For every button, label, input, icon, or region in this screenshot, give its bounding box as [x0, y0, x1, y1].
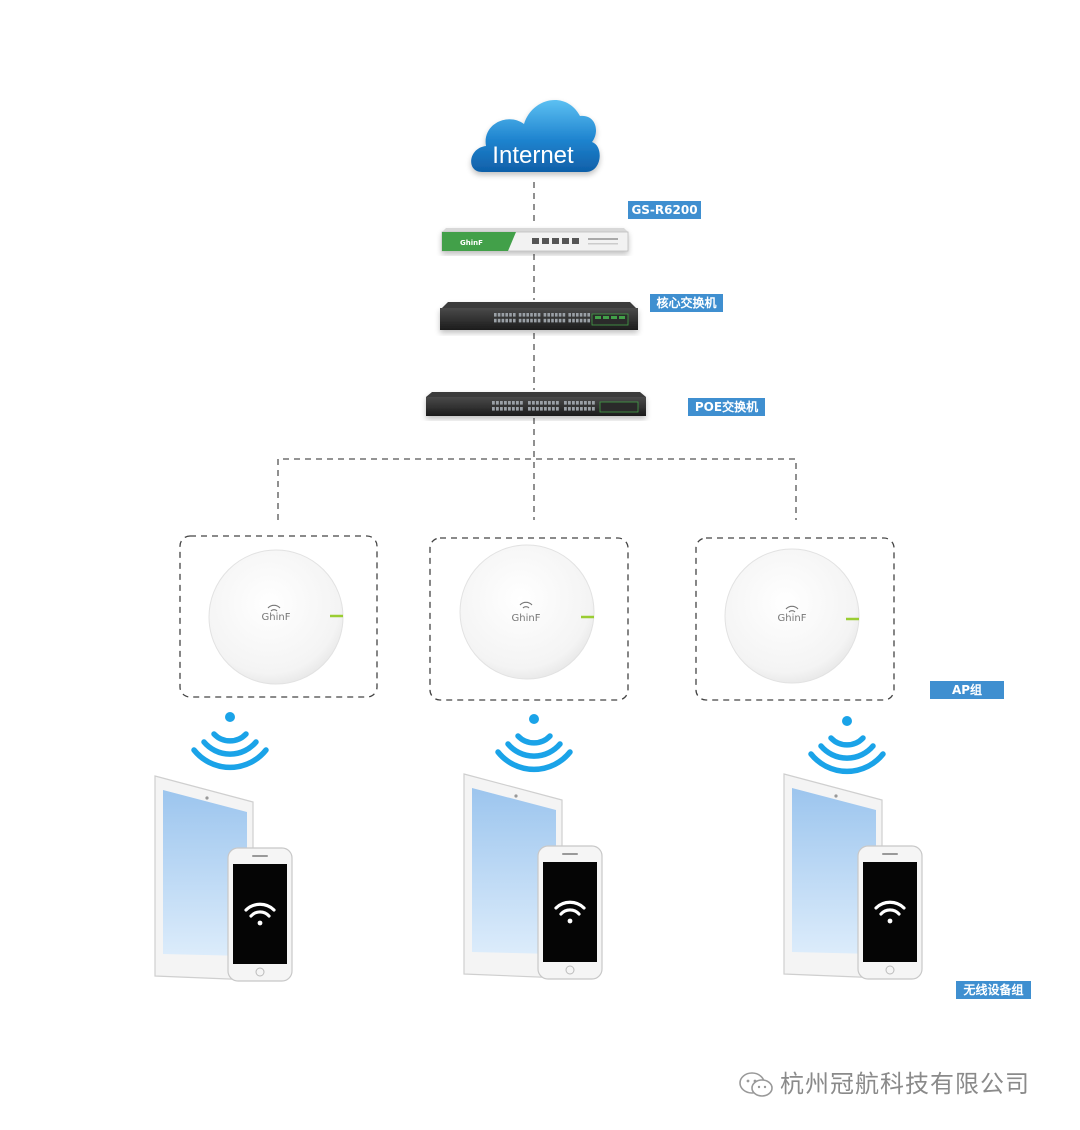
wifi-icon [554, 900, 586, 924]
device-group-1 [154, 775, 293, 982]
ap-group-label: AP组 [930, 681, 1004, 699]
access-point-2: GhinF [459, 544, 595, 680]
internet-cloud: Internet [471, 100, 600, 172]
smartphone-device [537, 845, 603, 980]
ap-group-boxes [179, 535, 895, 701]
wifi-signal-2 [495, 714, 573, 773]
link-bus [277, 458, 797, 520]
connection-lines [277, 182, 797, 520]
device-group-3 [783, 773, 923, 980]
core-switch-device [440, 302, 638, 330]
ap-brand-3: GhinF [778, 613, 807, 624]
watermark-text: 杭州冠航科技有限公司 [780, 1070, 1030, 1098]
smartphone-device [857, 845, 923, 980]
ap-brand-1: GhinF [262, 612, 291, 623]
ap-box-3 [695, 537, 895, 701]
core-switch-label: 核心交换机 [650, 294, 723, 312]
access-point-3: GhinF [724, 548, 860, 684]
ap-brand-2: GhinF [512, 613, 541, 624]
watermark: 杭州冠航科技有限公司 [738, 1064, 1030, 1099]
wifi-icon [244, 902, 276, 926]
svg-text:GhinF: GhinF [460, 239, 483, 247]
poe-switch-device [426, 392, 646, 416]
access-point-1: GhinF [208, 549, 344, 685]
internet-label: Internet [492, 142, 574, 169]
ap-box-1 [179, 535, 378, 698]
device-group-2 [463, 773, 603, 980]
wifi-icon [874, 900, 906, 924]
wifi-signal-3 [808, 716, 886, 775]
poe-switch-label: POE交换机 [688, 398, 765, 416]
router-label: GS-R6200 [628, 201, 701, 219]
ap-box-2 [429, 537, 629, 701]
wifi-signal-icon [191, 712, 886, 775]
wechat-icon [739, 1072, 773, 1097]
smartphone-device [227, 847, 293, 982]
wifi-signal-1 [191, 712, 269, 771]
router-device: GhinF [441, 228, 629, 252]
wireless-group-label: 无线设备组 [956, 981, 1031, 999]
